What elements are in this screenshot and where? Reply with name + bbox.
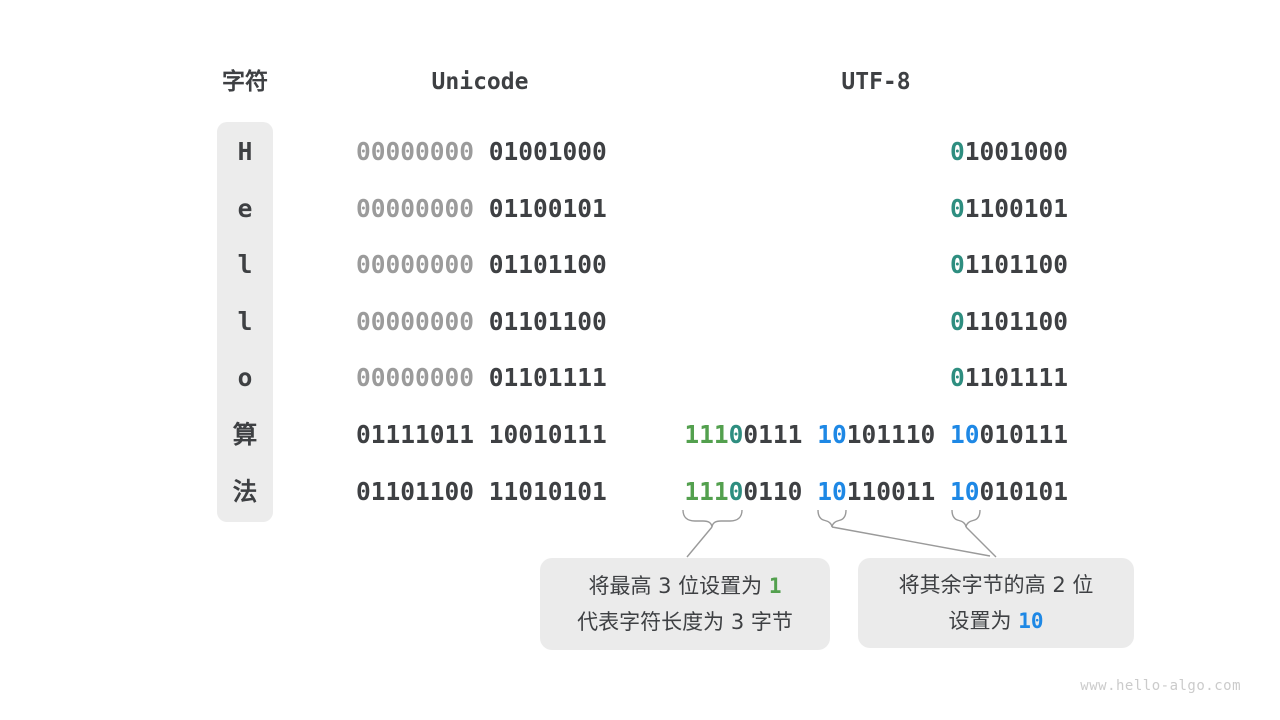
- unicode-binary-cell: 01101100 11010101: [356, 477, 607, 506]
- character-cell: 法: [232, 477, 258, 506]
- callout-line: 代表字符长度为 3 字节: [577, 610, 793, 634]
- character-column-background: [217, 122, 273, 522]
- utf8-binary-cell: 01001000: [949, 137, 1068, 166]
- character-cell: l: [237, 250, 253, 279]
- utf8-binary-cell: 01101111: [949, 363, 1068, 392]
- callout-continuation-bits-explanation: 将其余字节的高 2 位 设置为 10: [858, 558, 1134, 648]
- callout-leading-bits-explanation: 将最高 3 位设置为 1 代表字符长度为 3 字节: [540, 558, 830, 650]
- connector-byte2-to-right-callout: [831, 526, 991, 557]
- callout-line: 设置为 10: [948, 609, 1044, 633]
- utf8-binary-cell: 01101100: [949, 307, 1068, 336]
- utf8-binary-cell: 11100111 10101110 10010111: [684, 420, 1068, 449]
- unicode-binary-cell: 00000000 01100101: [356, 194, 607, 223]
- unicode-binary-cell: 00000000 01101100: [356, 250, 607, 279]
- character-cell: l: [237, 307, 253, 336]
- unicode-binary-cell: 00000000 01101100: [356, 307, 607, 336]
- column-header-unicode: Unicode: [431, 69, 529, 95]
- utf8-binary-cell: 11100110 10110011 10010101: [684, 477, 1068, 506]
- callout-line: 将最高 3 位设置为 1: [588, 574, 782, 598]
- connector-leading-bits-to-left-callout: [686, 526, 713, 558]
- column-header-utf8: UTF-8: [841, 69, 911, 95]
- watermark: www.hello-algo.com: [1080, 678, 1241, 694]
- character-cell: 算: [232, 420, 258, 449]
- underbrace-leading-bits: [682, 509, 743, 528]
- character-cell: o: [237, 363, 253, 392]
- utf8-binary-cell: 01101100: [949, 250, 1068, 279]
- character-cell: e: [237, 194, 253, 223]
- callout-line: 将其余字节的高 2 位: [898, 573, 1094, 597]
- character-cell: H: [237, 137, 253, 166]
- column-header-character: 字符: [222, 69, 268, 95]
- unicode-binary-cell: 01111011 10010111: [356, 420, 607, 449]
- underbrace-continuation-byte-2: [817, 509, 847, 528]
- connector-byte3-to-right-callout: [965, 526, 997, 558]
- underbrace-continuation-byte-3: [951, 509, 981, 528]
- unicode-binary-cell: 00000000 01001000: [356, 137, 607, 166]
- unicode-binary-cell: 00000000 01101111: [356, 363, 607, 392]
- utf8-binary-cell: 01100101: [949, 194, 1068, 223]
